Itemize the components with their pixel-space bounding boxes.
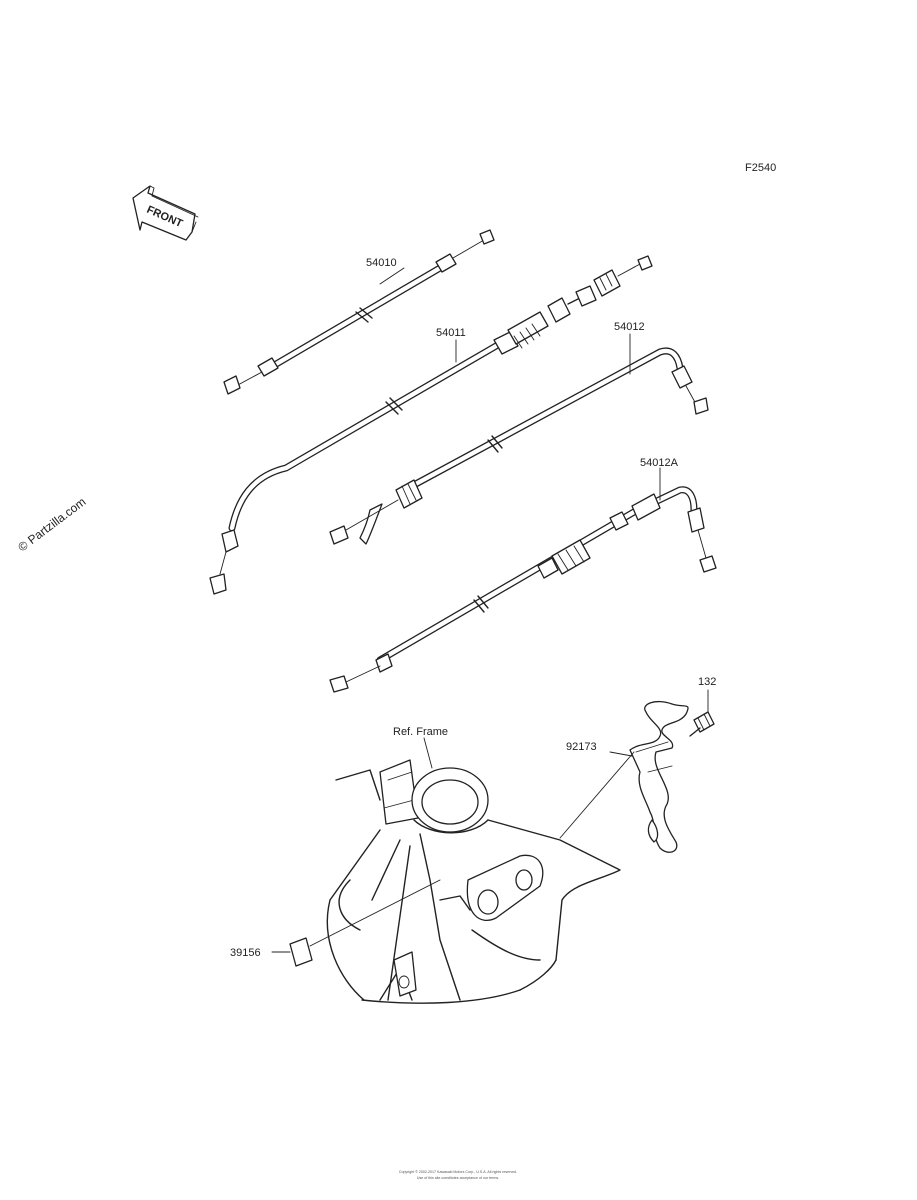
label-54010: 54010 bbox=[366, 257, 397, 269]
label-54011: 54011 bbox=[436, 327, 466, 339]
label-54012A: 54012A bbox=[640, 457, 679, 469]
cable-54012A bbox=[329, 486, 717, 693]
cable-54011 bbox=[209, 255, 653, 595]
frame-reference bbox=[326, 759, 621, 1004]
label-39156: 39156 bbox=[230, 947, 261, 959]
label-54012: 54012 bbox=[614, 321, 645, 333]
partzilla-watermark: © Partzilla.com bbox=[15, 495, 88, 555]
cable-54010 bbox=[223, 229, 495, 395]
bracket-92173 bbox=[629, 700, 689, 853]
front-arrow-icon: FRONT bbox=[132, 185, 199, 241]
figure-code: F2540 bbox=[745, 162, 776, 174]
label-92173: 92173 bbox=[566, 741, 597, 753]
ref-frame-label: Ref. Frame bbox=[393, 726, 448, 738]
label-132: 132 bbox=[698, 676, 716, 688]
bolt-132 bbox=[689, 711, 715, 737]
cable-54012 bbox=[329, 347, 709, 545]
copyright-line-1: Copyright © 2002-2017 Kawasaki Motors Co… bbox=[399, 1170, 517, 1174]
label-sticker-39156 bbox=[289, 937, 313, 967]
copyright-line-2: Use of this site constitutes acceptance … bbox=[417, 1176, 499, 1180]
